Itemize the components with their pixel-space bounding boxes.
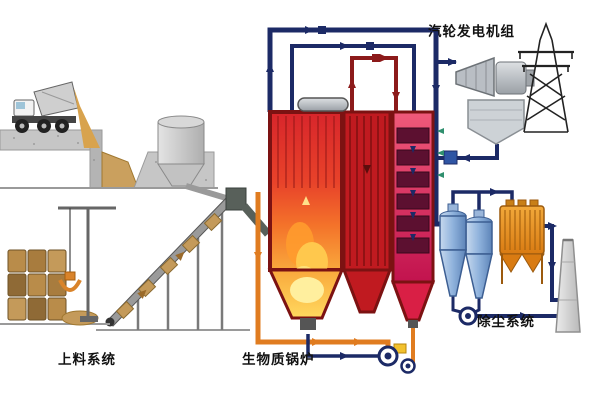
cyclone-outlet-duct	[451, 190, 514, 204]
steam-drum	[297, 97, 349, 112]
furnace	[267, 110, 345, 330]
flame	[290, 277, 324, 303]
valve-icon	[366, 42, 374, 50]
dumped-material-pile	[101, 151, 139, 189]
steam-piping	[267, 26, 499, 227]
falling-material	[74, 88, 100, 148]
dump-truck-icon	[12, 81, 100, 148]
red-steam-loop	[350, 56, 398, 112]
transmission-tower-icon	[518, 21, 574, 133]
cyclone-separator-2	[465, 209, 493, 299]
straw-bales	[0, 249, 110, 325]
turbine-icon	[455, 56, 495, 98]
chimney-icon	[555, 238, 581, 333]
filter-slats	[504, 210, 541, 250]
valve-icon	[318, 26, 326, 34]
belt-conveyor	[96, 192, 250, 331]
second-pass	[341, 110, 393, 314]
bottom-fans	[377, 343, 416, 374]
bag-filter	[499, 199, 545, 284]
feedwater-pump-icon	[443, 150, 458, 165]
label-turbine-generator: 汽轮发电机组	[428, 24, 515, 39]
label-feeding-system: 上料系统	[58, 352, 116, 367]
backpass-heat-exchanger	[390, 110, 436, 328]
ash-outlet	[300, 318, 316, 330]
steam-turbine-generator	[455, 56, 535, 145]
waterwall-tubes	[277, 116, 335, 188]
cyclone-separator-1	[439, 203, 467, 297]
transfer-chute	[225, 187, 272, 237]
grab-crane	[58, 206, 116, 326]
truck-bed	[33, 81, 79, 117]
storage-silo	[157, 115, 227, 201]
material-on-belt	[115, 212, 223, 320]
flow-arrows	[137, 26, 557, 360]
valve-icon	[372, 54, 380, 62]
condenser-icon	[467, 99, 525, 145]
generator-icon	[495, 61, 527, 95]
label-biomass-boiler: 生物质锅炉	[242, 352, 315, 367]
label-dust-removal: 除尘系统	[477, 314, 535, 329]
grabber-icon	[64, 271, 76, 281]
induced-draft-fan-icon	[458, 306, 478, 326]
